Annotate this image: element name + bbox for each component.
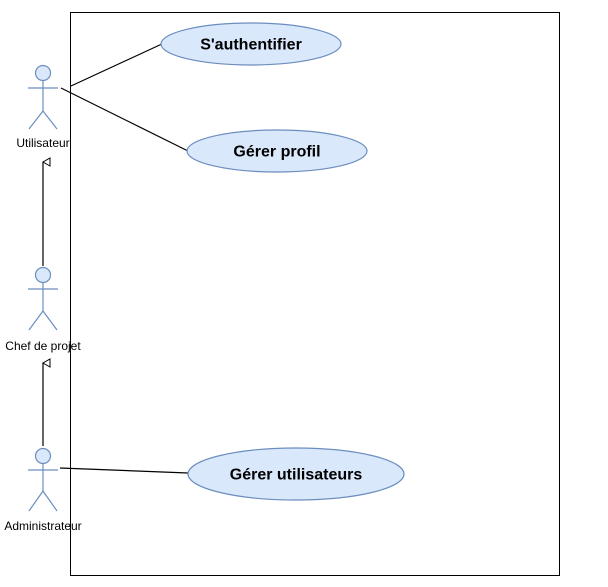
system-boundary bbox=[70, 12, 560, 576]
association-utilisateur-gerer-profil bbox=[60, 87, 189, 152]
usecase-ellipse bbox=[186, 129, 368, 173]
association-administrateur-gerer-utilisateurs bbox=[59, 467, 189, 474]
usecase-label: Gérer utilisateurs bbox=[230, 467, 363, 484]
actor-administrateur[interactable]: Administrateur bbox=[4, 447, 82, 534]
stick-figure-icon bbox=[28, 266, 58, 331]
usecase-label: Gérer profil bbox=[233, 144, 320, 161]
usecase-ellipse bbox=[160, 22, 342, 66]
usecase-ellipse bbox=[187, 447, 405, 501]
stick-figure-icon bbox=[28, 447, 58, 512]
actor-label: Utilisateur bbox=[16, 136, 69, 150]
usecase-sauthentifier[interactable]: S'authentifier bbox=[160, 22, 342, 66]
stick-figure-icon bbox=[28, 64, 58, 130]
actor-chef-de-projet[interactable]: Chef de projet bbox=[5, 266, 81, 354]
association-utilisateur-authentifier bbox=[70, 42, 165, 87]
actor-label: Administrateur bbox=[4, 519, 81, 533]
usecase-label: S'authentifier bbox=[200, 37, 302, 54]
actor-utilisateur[interactable]: Utilisateur bbox=[16, 64, 70, 151]
actor-label: Chef de projet bbox=[5, 339, 81, 353]
usecase-gerer-utilisateurs[interactable]: Gérer utilisateurs bbox=[187, 447, 405, 501]
usecase-gerer-profil[interactable]: Gérer profil bbox=[186, 129, 368, 173]
